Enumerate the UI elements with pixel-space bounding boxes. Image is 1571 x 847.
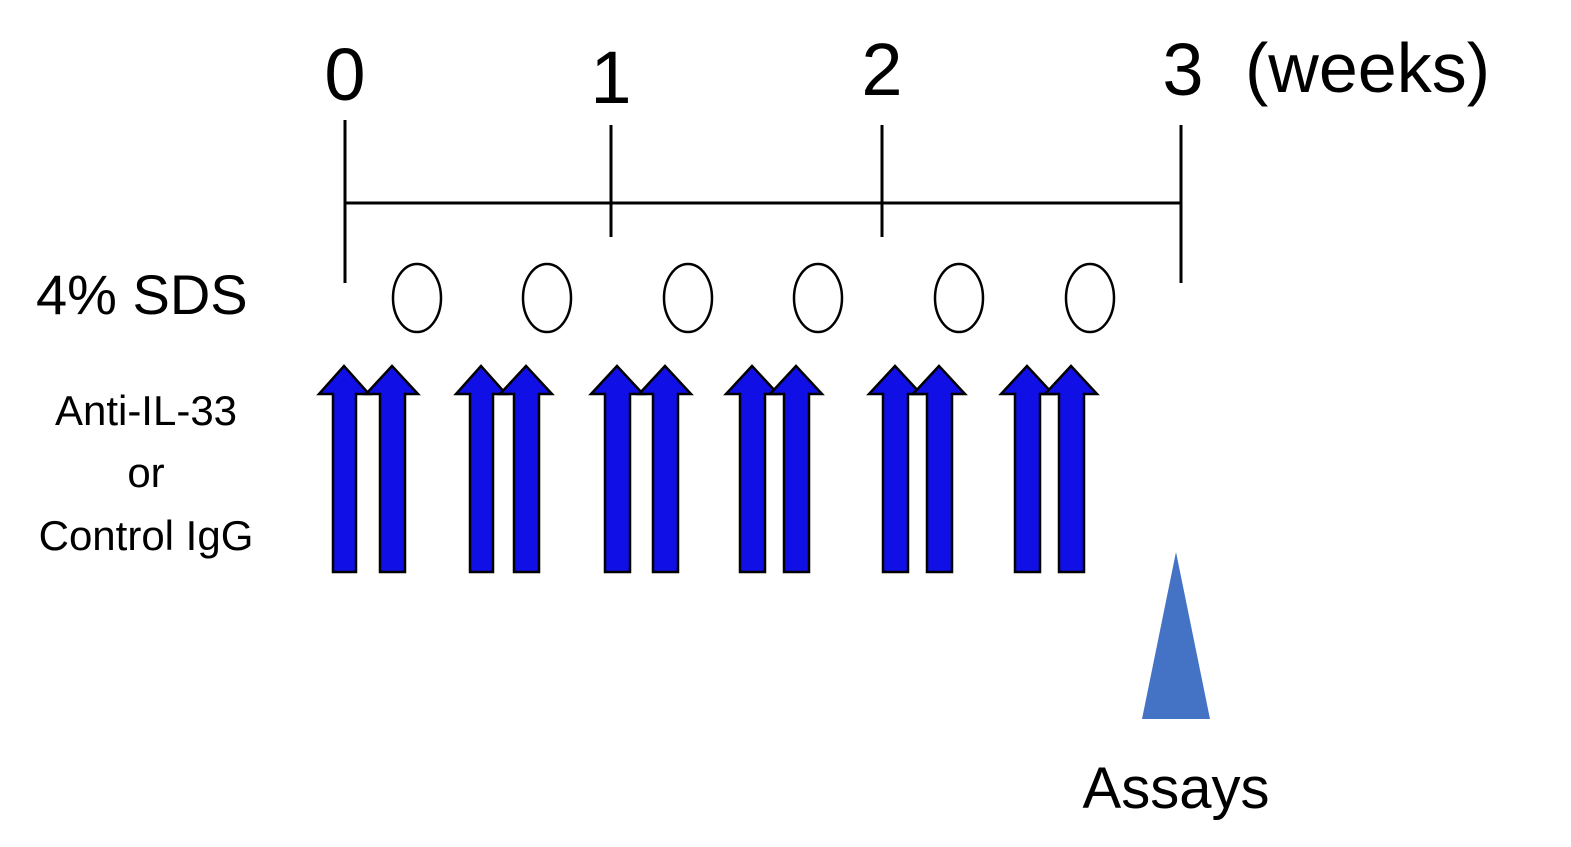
injection-arrows [316, 364, 1100, 574]
sds-marker [933, 262, 985, 334]
sds-marker [662, 262, 714, 334]
injection-arrow [316, 364, 372, 574]
assay-triangle [1142, 552, 1210, 719]
sds-marker [1064, 262, 1116, 334]
week-label-2: 2 [861, 28, 902, 111]
treatment-label-line-1: Anti-IL-33 [55, 387, 237, 434]
week-label-3: 3 [1162, 28, 1203, 111]
sds-marker [391, 262, 443, 334]
injection-arrow [636, 364, 694, 574]
injection-arrow [1042, 364, 1100, 574]
injection-arrow [910, 364, 968, 574]
injection-arrow [998, 364, 1056, 574]
injection-arrow [866, 364, 924, 574]
unit-label: (weeks) [1245, 29, 1490, 107]
sds-label: 4% SDS [36, 263, 248, 326]
injection-arrow [363, 364, 421, 574]
sds-marker [521, 262, 573, 334]
injection-arrow [453, 364, 509, 574]
injection-arrow [588, 364, 646, 574]
week-label-0: 0 [324, 33, 365, 116]
week-label-1: 1 [590, 36, 631, 119]
treatment-label-line-3: Control IgG [39, 512, 254, 559]
assay-label: Assays [1083, 756, 1270, 821]
injection-arrow [723, 364, 781, 574]
treatment-label-line-2: or [127, 449, 164, 496]
injection-arrow [767, 364, 825, 574]
injection-arrow [497, 364, 555, 574]
sds-markers [391, 262, 1116, 334]
sds-marker [792, 262, 844, 334]
